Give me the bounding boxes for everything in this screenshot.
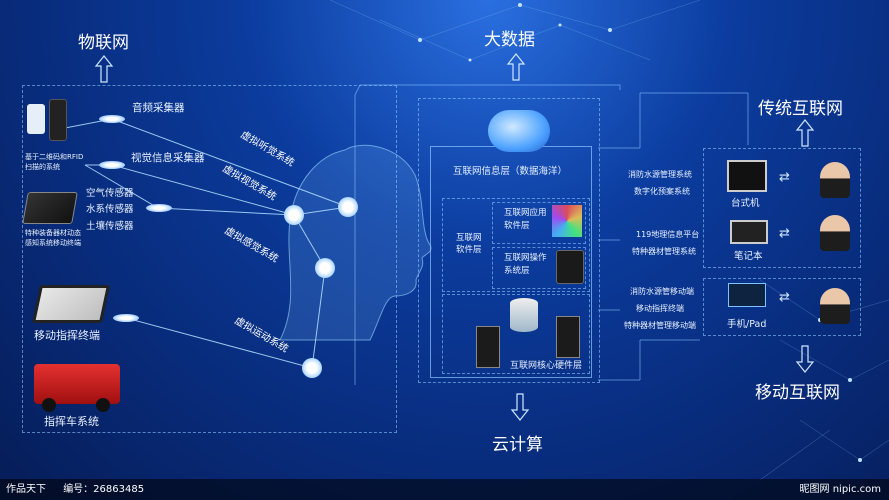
- node-circle: [284, 205, 304, 225]
- hardware-layer-box: [442, 294, 590, 374]
- info-layer-label: 互联网信息层（数据海洋）: [453, 166, 568, 177]
- node-disc: [99, 115, 125, 123]
- footer-id: 编号：26863485: [63, 484, 145, 495]
- os-layer-box: [492, 247, 586, 289]
- command-vehicle-label: 指挥车系统: [44, 415, 99, 428]
- sensor-device-label: 特种装备器材动态感知系统移动终端: [25, 229, 81, 247]
- phone-pad-icon: [728, 283, 766, 307]
- app-software-box: [492, 202, 586, 244]
- arrow-down-icon: [510, 393, 530, 421]
- bidirectional-arrow-icon: ⇄: [779, 226, 790, 241]
- os-disc-icon: [556, 250, 584, 284]
- database-icon: [510, 298, 538, 332]
- big-data-title: 大数据: [484, 30, 535, 50]
- traditional-devices-panel: [703, 148, 861, 268]
- arrow-down-icon: [795, 345, 815, 373]
- bidirectional-arrow-icon: ⇄: [779, 170, 790, 185]
- mobile-terminal-label: 移动指挥终端: [34, 329, 100, 342]
- arrow-up-icon: [506, 53, 526, 81]
- wheel-icon: [96, 398, 110, 412]
- node-disc: [99, 161, 125, 169]
- fire-truck-icon: [34, 364, 120, 404]
- system-label: 特种器材管理移动端: [624, 321, 696, 330]
- arrow-up-icon: [795, 119, 815, 147]
- mobile-devices-panel: [703, 278, 861, 336]
- user-avatar-icon: [820, 162, 850, 198]
- system-label: 消防水源管理系统: [628, 170, 692, 179]
- cloud-icon: [488, 110, 550, 152]
- scanner-icon: [49, 99, 67, 141]
- server-icon: [476, 326, 500, 368]
- tablet-icon: [22, 192, 78, 224]
- footer-bar: 作品天下 编号：26863485 昵图网 nipic.com: [0, 479, 889, 500]
- wheel-icon: [42, 398, 56, 412]
- system-label: 特种器材管理系统: [632, 247, 696, 256]
- system-label: 119地理信息平台: [636, 230, 700, 239]
- footer-author: 作品天下: [6, 484, 46, 495]
- system-label: 数字化预案系统: [634, 187, 690, 196]
- iot-title: 物联网: [78, 33, 129, 53]
- bidirectional-arrow-icon: ⇄: [779, 290, 790, 305]
- user-avatar-icon: [820, 215, 850, 251]
- footer-site: 昵图网 nipic.com: [799, 484, 881, 495]
- system-label: 消防水源管移动端: [630, 287, 694, 296]
- laptop-icon: [730, 220, 768, 244]
- software-layer-box: [442, 198, 590, 292]
- node-circle: [302, 358, 322, 378]
- video-collector-label: 视觉信息采集器: [131, 152, 205, 164]
- cloud-title: 云计算: [492, 435, 543, 455]
- apps-icon: [552, 205, 582, 237]
- desktop-icon: [727, 160, 767, 192]
- rfid-label: 基于二维码和RFID扫描的系统: [25, 153, 84, 171]
- mobile-internet-title: 移动互联网: [755, 383, 840, 403]
- server-icon: [556, 316, 580, 358]
- traditional-internet-title: 传统互联网: [758, 99, 843, 119]
- hardware-layer-label: 互联网核心硬件层: [510, 361, 583, 371]
- node-disc: [113, 314, 139, 322]
- software-layer-label: 互联网软件层: [456, 233, 482, 255]
- mobile-terminal-icon: [31, 285, 111, 323]
- desktop-label: 台式机: [731, 198, 760, 209]
- qr-code-icon: [27, 104, 45, 134]
- phone-label: 手机/Pad: [727, 319, 767, 330]
- cloud-stack-panel: [418, 98, 600, 383]
- audio-collector-label: 音频采集器: [132, 102, 185, 114]
- water-sensor-label: 水系传感器: [86, 204, 134, 215]
- soil-sensor-label: 土壤传感器: [86, 221, 134, 232]
- node-disc: [146, 204, 172, 212]
- arrow-up-icon: [94, 55, 114, 83]
- air-sensor-label: 空气传感器: [86, 188, 134, 199]
- system-label: 移动指挥终端: [636, 304, 684, 313]
- user-avatar-icon: [820, 288, 850, 324]
- os-layer-label: 互联网操作系统层: [504, 253, 547, 276]
- app-software-label: 互联网应用软件层: [504, 208, 547, 231]
- node-circle: [315, 258, 335, 278]
- laptop-label: 笔记本: [734, 251, 763, 262]
- node-circle: [338, 197, 358, 217]
- iot-panel: [22, 85, 397, 433]
